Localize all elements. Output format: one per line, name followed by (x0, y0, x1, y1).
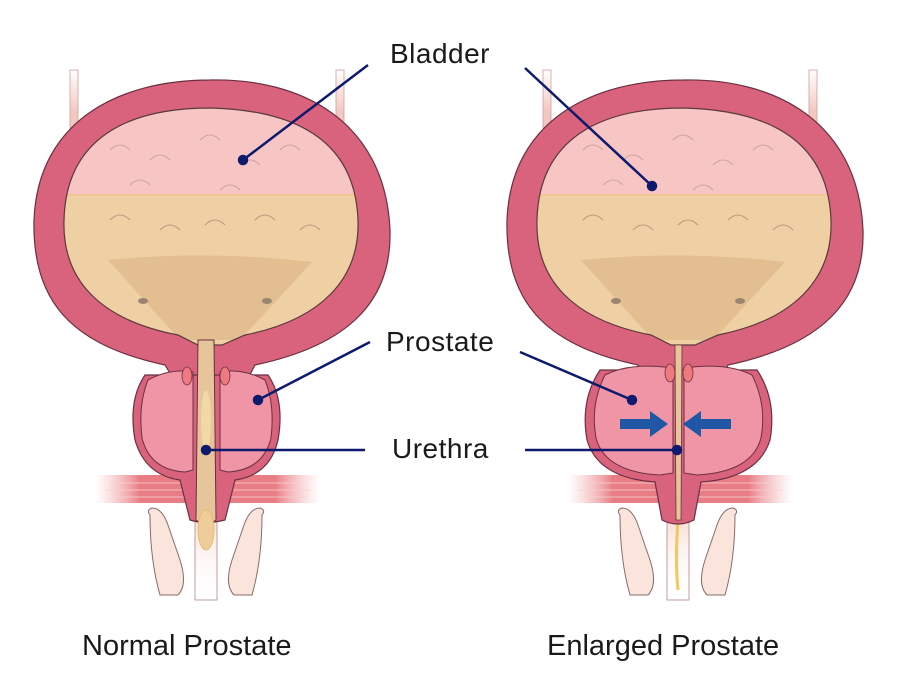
arrow-left-icon (683, 411, 731, 437)
arrow-right-icon (620, 411, 668, 437)
urethra-label: Urethra (392, 433, 489, 464)
bladder-leader-right (524, 67, 653, 187)
normal-prostate-panel (33, 64, 391, 601)
pubic-bone-right (228, 507, 265, 596)
enlarged-prostate-caption: Enlarged Prostate (547, 630, 780, 662)
prostate-label: Prostate (386, 326, 495, 357)
ureteral-orifice-left (138, 298, 148, 304)
enlarged-prostate-panel (506, 67, 864, 601)
ureteral-orifice-right (262, 298, 272, 304)
prostate-leader-right (519, 350, 633, 402)
prostate-lobe-left (140, 370, 194, 473)
pubic-bone-left (147, 507, 184, 596)
urethra-narrowed (674, 344, 683, 521)
trigone (108, 255, 312, 340)
bladder-label: Bladder (390, 38, 491, 69)
normal-prostate-caption: Normal Prostate (82, 630, 292, 662)
prostate-leader-left (257, 340, 371, 402)
compression-arrows (620, 411, 731, 437)
bladder-leader-left (242, 64, 369, 161)
